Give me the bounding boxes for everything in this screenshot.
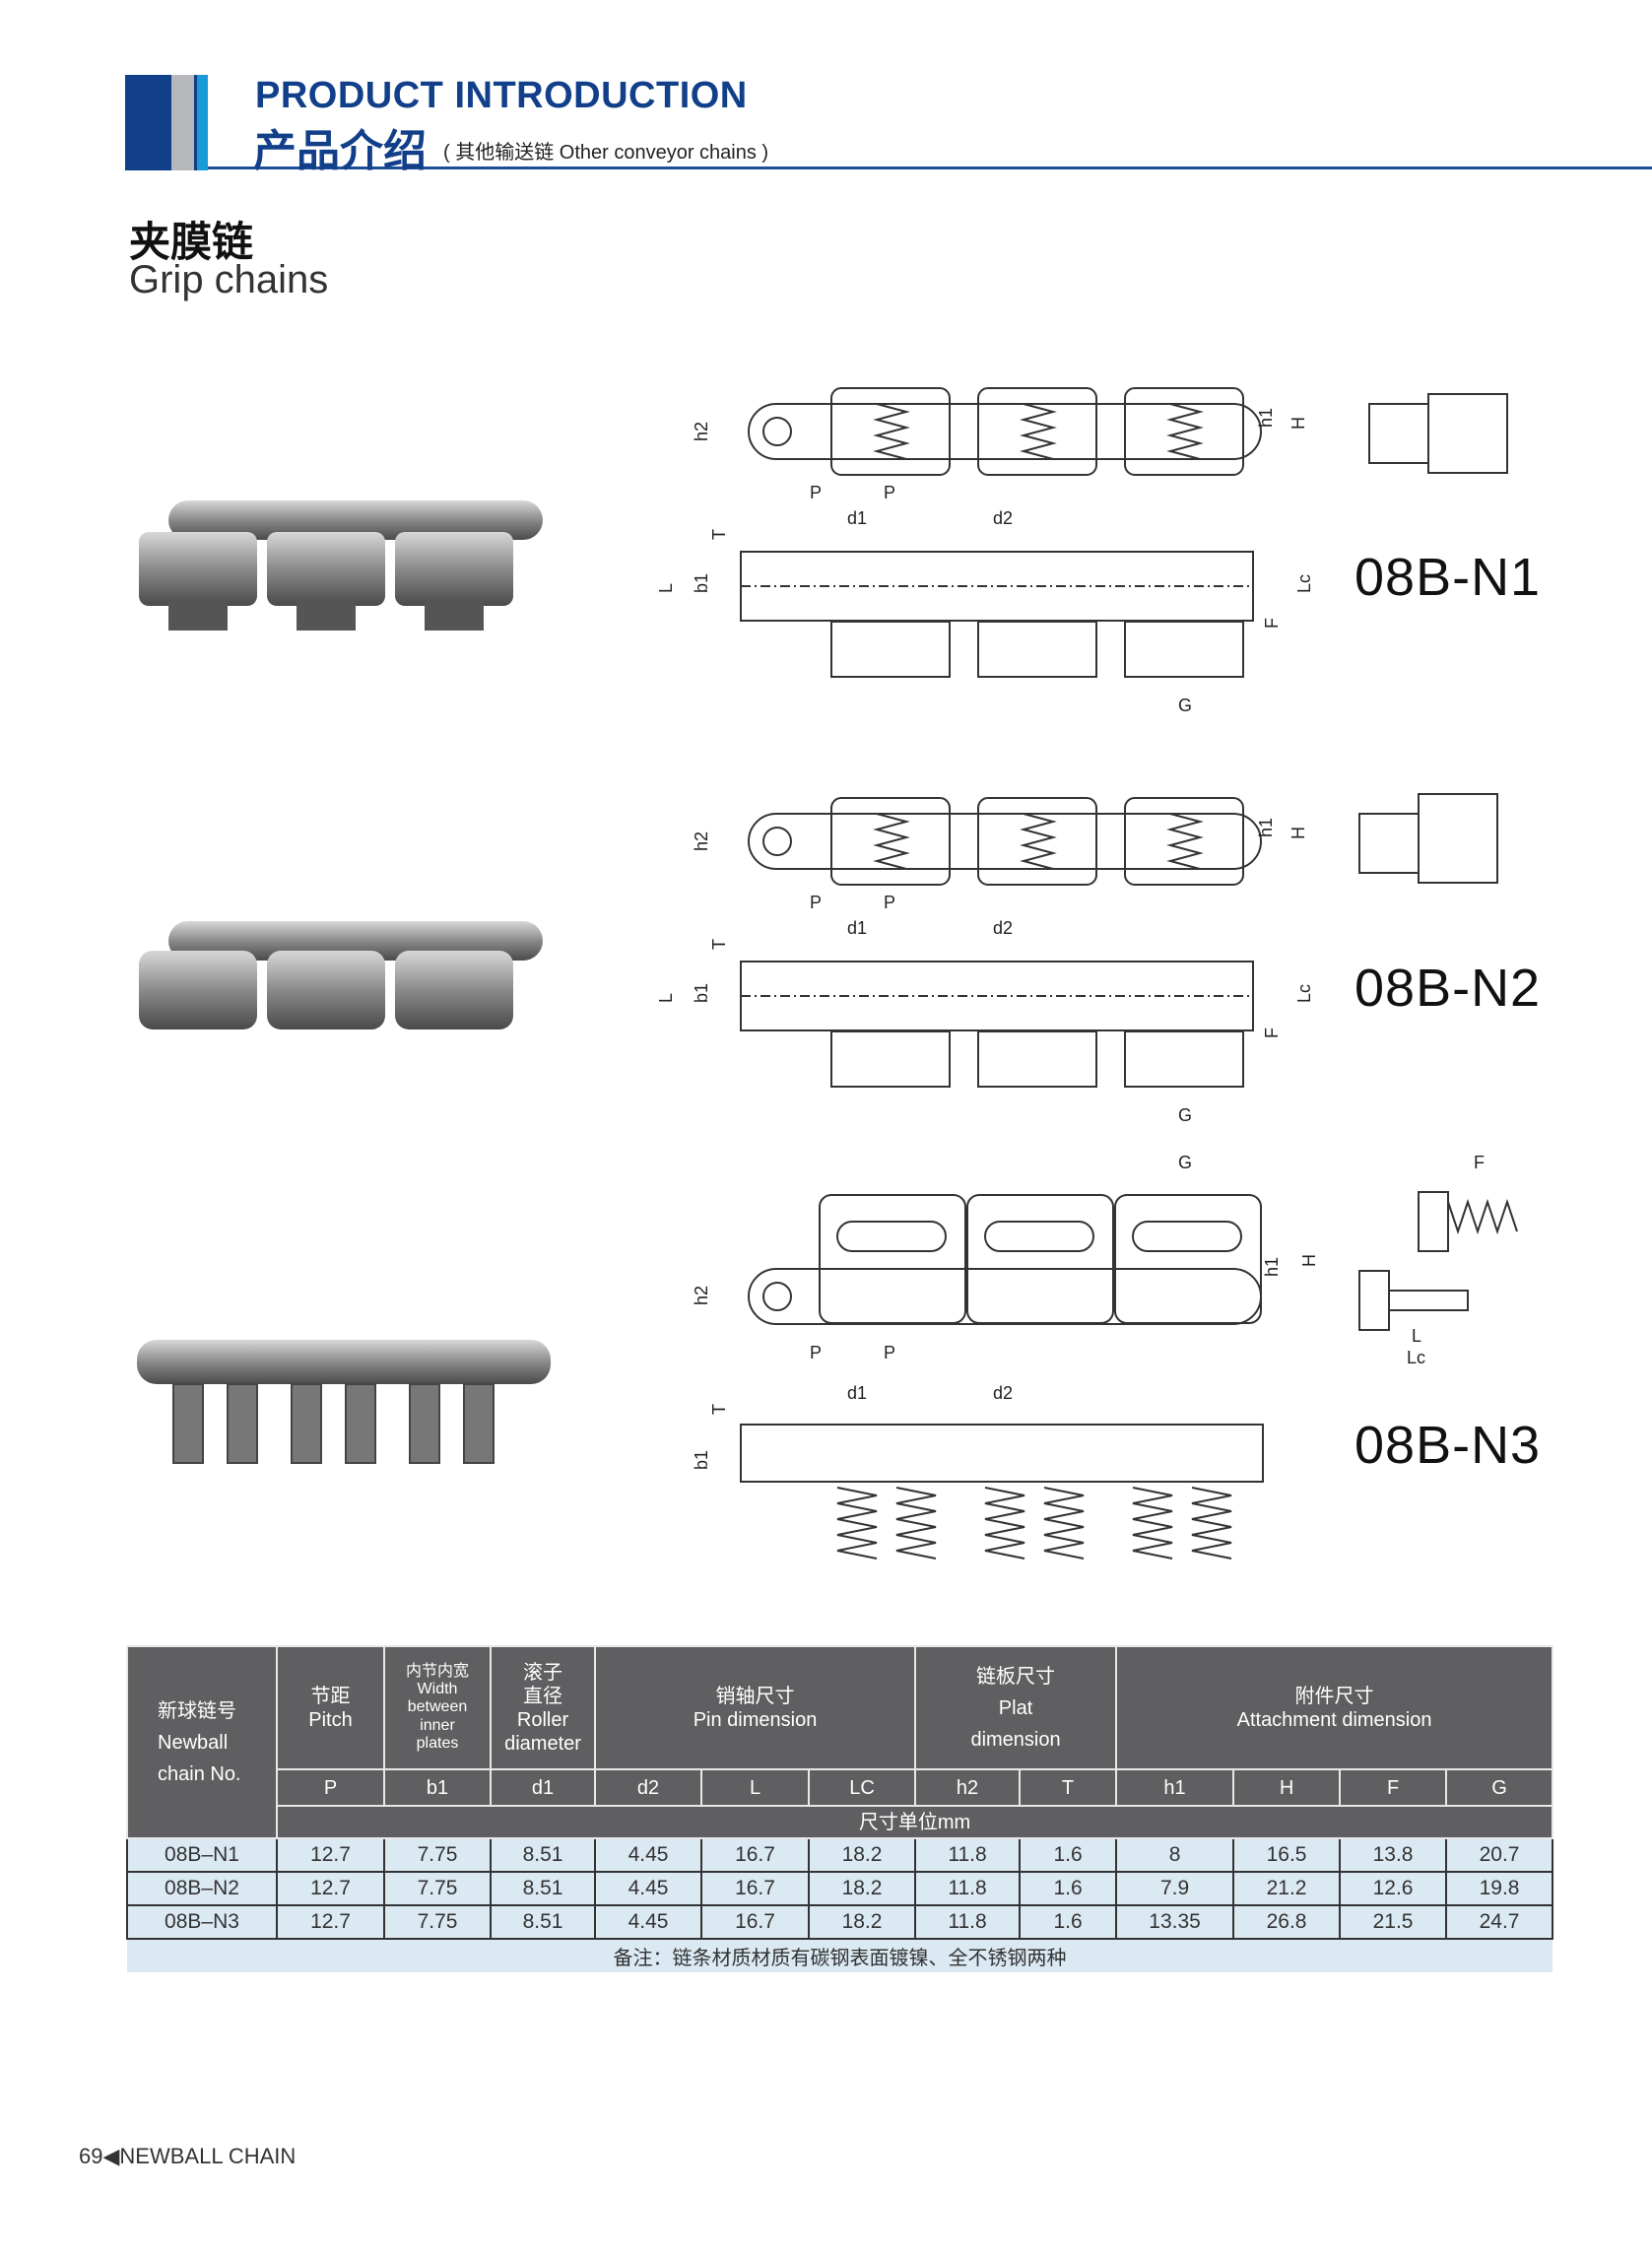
label-h2: h2 bbox=[692, 831, 711, 851]
arrow-left-icon: ◀ bbox=[102, 2144, 120, 2168]
label-p1: P bbox=[810, 483, 822, 502]
label-d1: d1 bbox=[847, 918, 867, 938]
label-F: F bbox=[1262, 1028, 1282, 1038]
chain-photo-n2 bbox=[139, 921, 543, 1029]
label-T: T bbox=[709, 1404, 729, 1415]
label-T: T bbox=[709, 939, 729, 950]
label-d1: d1 bbox=[847, 1383, 867, 1403]
page-title-cn: 产品介绍 bbox=[253, 127, 427, 175]
label-T: T bbox=[709, 529, 729, 540]
label-H: H bbox=[1289, 827, 1308, 839]
label-p2: P bbox=[884, 1343, 895, 1362]
label-H: H bbox=[1299, 1254, 1319, 1267]
drawing-08b-n2: h2 h1 H P P d1 d2 T L b1 Lc F G bbox=[656, 793, 1498, 1125]
label-L: L bbox=[656, 993, 676, 1003]
unit-row: 尺寸单位mm bbox=[275, 1805, 1554, 1839]
drawing-08b-n1: h2 h1 H P P d1 d2 T L b1 Lc F G bbox=[656, 387, 1508, 715]
model-label-n3: 08B-N3 bbox=[1355, 1416, 1542, 1475]
model-label-n2: 08B-N2 bbox=[1355, 959, 1542, 1018]
label-F: F bbox=[1474, 1153, 1485, 1172]
label-L: L bbox=[656, 583, 676, 593]
header-block-cyan bbox=[197, 75, 208, 170]
label-h2: h2 bbox=[692, 422, 711, 441]
page-title-en: PRODUCT INTRODUCTION bbox=[255, 75, 748, 116]
label-p2: P bbox=[884, 483, 895, 502]
label-h1: h1 bbox=[1256, 818, 1276, 837]
label-d2: d2 bbox=[993, 1383, 1013, 1403]
dimension-labels: h2 h1 H P P d1 d2 T L b1 Lc F G bbox=[656, 408, 1314, 715]
header-rule bbox=[208, 166, 1652, 169]
dimension-labels: G F h2 h1 H P P d1 d2 T b1 L Lc bbox=[692, 1153, 1485, 1470]
section-title-cn: 夹膜链 bbox=[129, 219, 254, 265]
page-subtitle: ( 其他输送链 Other conveyor chains ) bbox=[443, 142, 769, 164]
header-block-gray bbox=[171, 75, 194, 170]
label-p2: P bbox=[884, 893, 895, 912]
label-Lc: Lc bbox=[1407, 1348, 1425, 1367]
label-b1: b1 bbox=[692, 573, 711, 593]
header-block-stripe bbox=[194, 75, 197, 170]
table-note: 备注：链条材质材质有碳钢表面镀镍、全不锈钢两种 bbox=[127, 1939, 1553, 1972]
label-Lc: Lc bbox=[1294, 984, 1314, 1003]
label-b1: b1 bbox=[692, 1450, 711, 1470]
label-G: G bbox=[1178, 1105, 1192, 1125]
label-p1: P bbox=[810, 893, 822, 912]
chain-photo-n3 bbox=[137, 1340, 551, 1464]
drawing-08b-n3: G F h2 h1 H P P d1 d2 T b1 L Lc bbox=[692, 1153, 1518, 1560]
footer-brand: NEWBALL CHAIN bbox=[119, 2144, 297, 2168]
chain-photo-n1 bbox=[139, 500, 543, 631]
page-number: 69 bbox=[79, 2144, 103, 2168]
label-d2: d2 bbox=[993, 508, 1013, 528]
label-G: G bbox=[1178, 696, 1192, 715]
label-d1: d1 bbox=[847, 508, 867, 528]
page-footer: 69◀NEWBALL CHAIN bbox=[79, 2144, 296, 2169]
label-p1: P bbox=[810, 1343, 822, 1362]
label-b1: b1 bbox=[692, 983, 711, 1003]
label-F: F bbox=[1262, 618, 1282, 629]
header-block-blue bbox=[125, 75, 171, 170]
section-title-en: Grip chains bbox=[129, 258, 329, 301]
label-H: H bbox=[1289, 417, 1308, 430]
label-h1: h1 bbox=[1262, 1257, 1282, 1277]
model-label-n1: 08B-N1 bbox=[1355, 548, 1542, 607]
label-h2: h2 bbox=[692, 1286, 711, 1305]
dimension-labels: h2 h1 H P P d1 d2 T L b1 Lc F G bbox=[656, 818, 1314, 1125]
label-Lc: Lc bbox=[1294, 574, 1314, 593]
label-h1: h1 bbox=[1256, 408, 1276, 428]
label-L: L bbox=[1412, 1326, 1421, 1346]
label-G: G bbox=[1178, 1153, 1192, 1172]
label-d2: d2 bbox=[993, 918, 1013, 938]
